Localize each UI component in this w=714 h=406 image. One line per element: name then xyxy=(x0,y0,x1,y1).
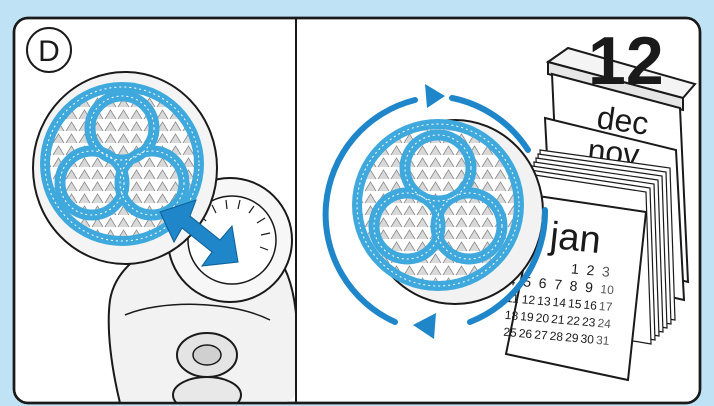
calendar-day: 9 xyxy=(584,279,593,296)
calendar-day: 3 xyxy=(601,263,610,280)
brush-head-right xyxy=(352,119,544,305)
left-panel: D xyxy=(26,27,296,403)
calendar-day: 12 xyxy=(521,292,536,307)
calendar-day: 1 xyxy=(571,260,580,277)
calendar-day: 25 xyxy=(503,325,518,340)
calendar-day: 15 xyxy=(568,296,583,311)
step-badge: D xyxy=(26,27,72,73)
calendar-day: 2 xyxy=(586,262,595,279)
calendar-day: 5 xyxy=(523,273,532,290)
calendar-day: 29 xyxy=(565,330,580,345)
calendar-grid: 1234567891011121314151617181920212223242… xyxy=(503,260,615,348)
calendar-day: 21 xyxy=(551,312,566,327)
calendar: dec nov jan 1234567891011121314151617181… xyxy=(503,23,697,382)
calendar-day: 20 xyxy=(535,311,550,326)
attach-arrow xyxy=(159,199,239,267)
calendar-day: 8 xyxy=(569,277,578,294)
calendar-day: 28 xyxy=(549,329,564,344)
frame-top-band xyxy=(0,0,714,18)
rotation-arrowheads xyxy=(413,84,445,339)
step-label: D xyxy=(38,35,60,68)
calendar-day: 10 xyxy=(600,282,615,297)
calendar-day: 18 xyxy=(504,308,519,323)
right-panel: dec nov jan 1234567891011121314151617181… xyxy=(322,23,697,382)
calendar-day: 26 xyxy=(518,326,533,341)
month-jan: jan xyxy=(547,215,603,262)
calendar-day: 13 xyxy=(537,294,552,309)
calendar-day: 16 xyxy=(583,298,598,313)
rotation-arrows xyxy=(322,95,549,325)
calendar-day: 27 xyxy=(534,327,549,342)
calendar-day: 19 xyxy=(520,309,535,324)
calendar-day: 23 xyxy=(581,315,596,330)
calendar-day: 6 xyxy=(538,275,547,292)
calendar-day: 17 xyxy=(598,299,613,314)
brush-head-left xyxy=(32,71,218,265)
calendar-day: 30 xyxy=(580,332,595,347)
calendar-day: 22 xyxy=(566,313,581,328)
calendar-day: 31 xyxy=(595,333,610,348)
year-label: 12 xyxy=(588,23,664,99)
calendar-day: 7 xyxy=(554,276,563,293)
calendar-day: 14 xyxy=(552,295,567,310)
calendar-day: 24 xyxy=(597,316,612,331)
